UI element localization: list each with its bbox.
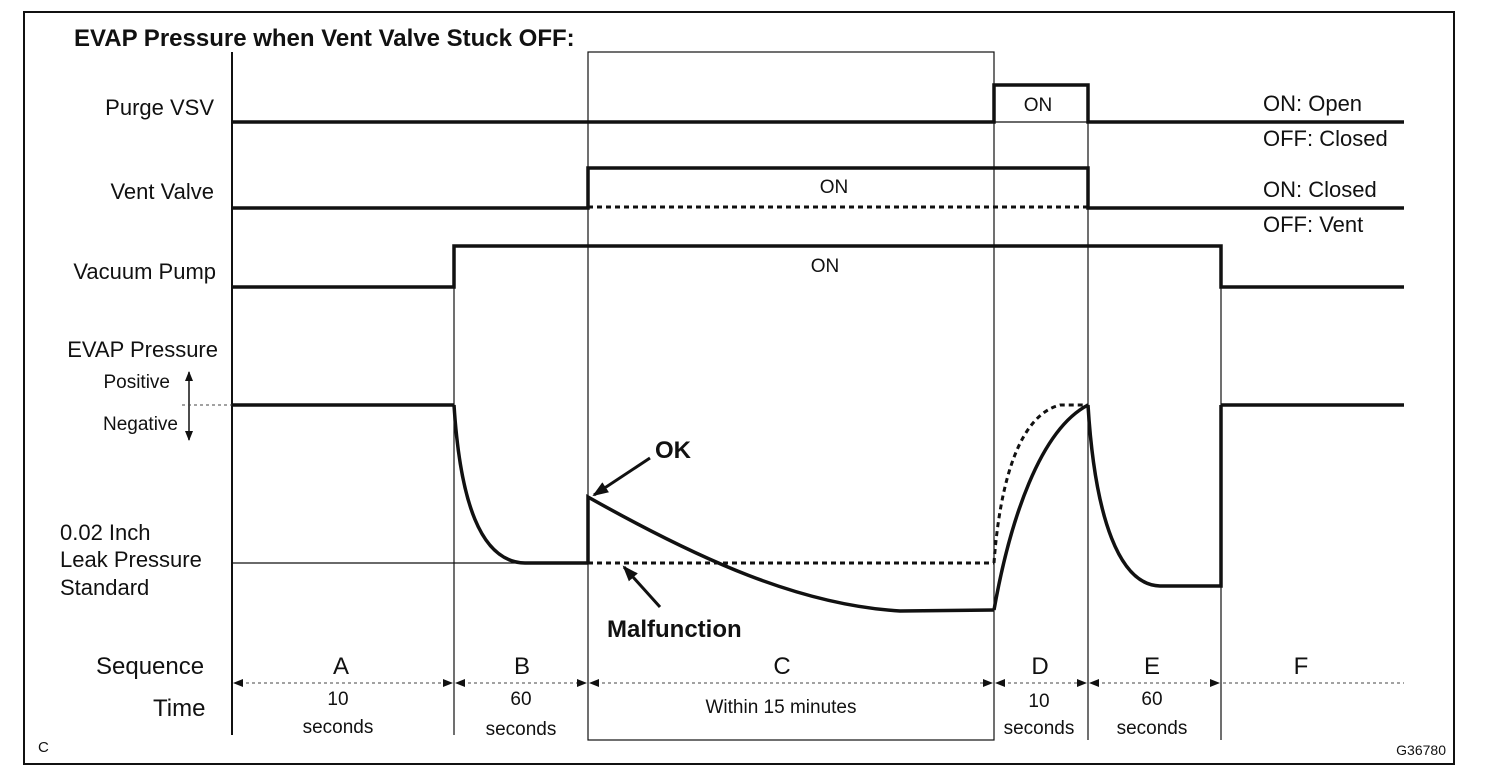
seq-letter-a: A [333,653,349,680]
vent-valve-waveform [232,166,1404,210]
evap-phase-d-recovery-curve [992,403,1089,611]
outer-frame [23,11,1455,765]
label-leak-std-1: 0.02 Inch [60,520,151,545]
label-negative: Negative [103,414,178,435]
pump-on-label: ON [811,256,840,277]
evap-phase-d-recovery-dashed [992,403,1088,564]
purge-vsv-waveform [232,83,1404,124]
legend-purge-off: OFF: Closed [1263,126,1388,151]
evap-phase-c-ok-curve [586,494,995,613]
label-evap-pressure: EVAP Pressure [67,337,218,362]
ok-label: OK [655,437,692,464]
seq-letter-b: B [514,653,530,680]
time-c-1: Within 15 minutes [705,697,856,718]
time-a-2: seconds [303,717,374,738]
figure-id: G36780 [1396,742,1446,758]
time-a-1: 10 [327,689,348,710]
legend-vent-on: ON: Closed [1263,177,1377,202]
legend-vent-off: OFF: Vent [1263,212,1363,237]
vacuum-pump-waveform [232,244,1404,289]
time-row-label: Time [153,695,205,722]
malfunction-arrow [622,565,662,609]
seq-letter-c: C [773,653,790,680]
label-leak-std-3: Standard [60,575,149,600]
diagram-title: EVAP Pressure when Vent Valve Stuck OFF: [74,25,575,52]
evap-phase-b-curve [452,404,588,565]
purge-on-label: ON [1024,95,1053,116]
time-e-2: seconds [1117,718,1188,739]
label-leak-std-2: Leak Pressure [60,547,202,572]
seq-letter-f: F [1294,653,1309,680]
sequence-row-label: Sequence [96,653,204,680]
label-positive: Positive [103,372,170,393]
label-vent-valve: Vent Valve [110,179,214,204]
label-purge-vsv: Purge VSV [105,95,214,120]
seq-letter-e: E [1144,653,1160,680]
time-e-1: 60 [1141,689,1162,710]
seq-letter-d: D [1031,653,1048,680]
time-d-1: 10 [1028,691,1049,712]
legend-purge-on: ON: Open [1263,91,1362,116]
malfunction-label: Malfunction [607,616,742,643]
vent-on-label: ON [820,177,849,198]
ok-arrow [592,456,651,497]
evap-phase-e-curve [1086,404,1223,588]
sequence-c-box [587,51,995,741]
time-b-1: 60 [510,689,531,710]
label-vacuum-pump: Vacuum Pump [73,259,216,284]
time-b-2: seconds [486,719,557,740]
corner-label-c: C [38,739,49,756]
time-d-2: seconds [1004,718,1075,739]
